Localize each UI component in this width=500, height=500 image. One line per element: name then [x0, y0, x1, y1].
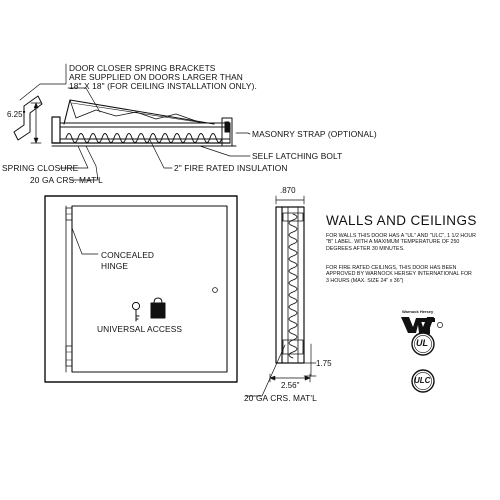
key-icon — [131, 301, 141, 322]
callout-self-latching-bolt: SELF LATCHING BOLT — [252, 151, 343, 161]
top-section-view — [13, 63, 251, 181]
dimension-depth-bottom: 2.56" — [281, 381, 300, 390]
dimension-flange-top: .870 — [280, 186, 296, 195]
spring-bracket — [63, 99, 215, 125]
callout-spring-brackets-line3: 18" X 18" (FOR CEILING INSTALLATION ONLY… — [69, 81, 257, 91]
paragraph-ceiling-rating: FOR FIRE RATED CEILINGS, THIS DOOR HAS B… — [326, 265, 472, 284]
ul-listed-badge — [411, 332, 435, 356]
callout-spring-brackets-line2: ARE SUPPLIED ON DOORS LARGER THAN — [69, 72, 243, 82]
warnock-hersey-wordmark: Warnock Hersey — [402, 309, 434, 314]
paragraph-walls-rating: FOR WALLS THIS DOOR HAS A "UL" AND "ULC"… — [326, 233, 476, 252]
callout-concealed-hinge-line2: HINGE — [101, 261, 129, 271]
dimension-flange-right: 1.75 — [316, 359, 332, 368]
ul-badge-text: UL — [416, 338, 428, 348]
callout-gauge-material-top: 20 GA CRS. MAT'L — [30, 175, 103, 185]
ulc-listed-badge — [411, 369, 435, 393]
padlock-icon — [150, 297, 166, 319]
side-section-view — [245, 195, 317, 397]
heading-walls-and-ceilings: WALLS AND CEILINGS — [326, 213, 477, 228]
front-elevation — [44, 195, 238, 383]
hinge-bottom — [65, 345, 73, 367]
insulation-pattern — [65, 133, 223, 143]
callout-fire-rated-insulation: 2" FIRE RATED INSULATION — [174, 163, 288, 173]
callout-spring-closure: SPRING CLOSURE — [2, 163, 79, 173]
warnock-hersey-logo — [401, 317, 443, 334]
callout-masonry-strap: MASONRY STRAP (OPTIONAL) — [252, 129, 377, 139]
left-frame-flange — [51, 116, 61, 144]
callout-concealed-hinge-line1: CONCEALED — [101, 250, 155, 260]
side-insulation-pattern — [288, 213, 298, 359]
callout-gauge-material-bottom: 20 GA CRS. MAT'L — [244, 393, 317, 403]
callout-spring-brackets-line1: DOOR CLOSER SPRING BRACKETS — [69, 63, 216, 73]
dimension-height: 6.25" — [7, 110, 26, 119]
door-face — [71, 205, 228, 373]
ulc-badge-text: ULC — [414, 376, 431, 385]
outer-frame — [44, 195, 238, 383]
masonry-strap-left — [13, 95, 43, 141]
label-universal-access: UNIVERSAL ACCESS — [97, 324, 183, 334]
latch-dot — [212, 287, 218, 293]
latch-bolt — [221, 117, 233, 147]
